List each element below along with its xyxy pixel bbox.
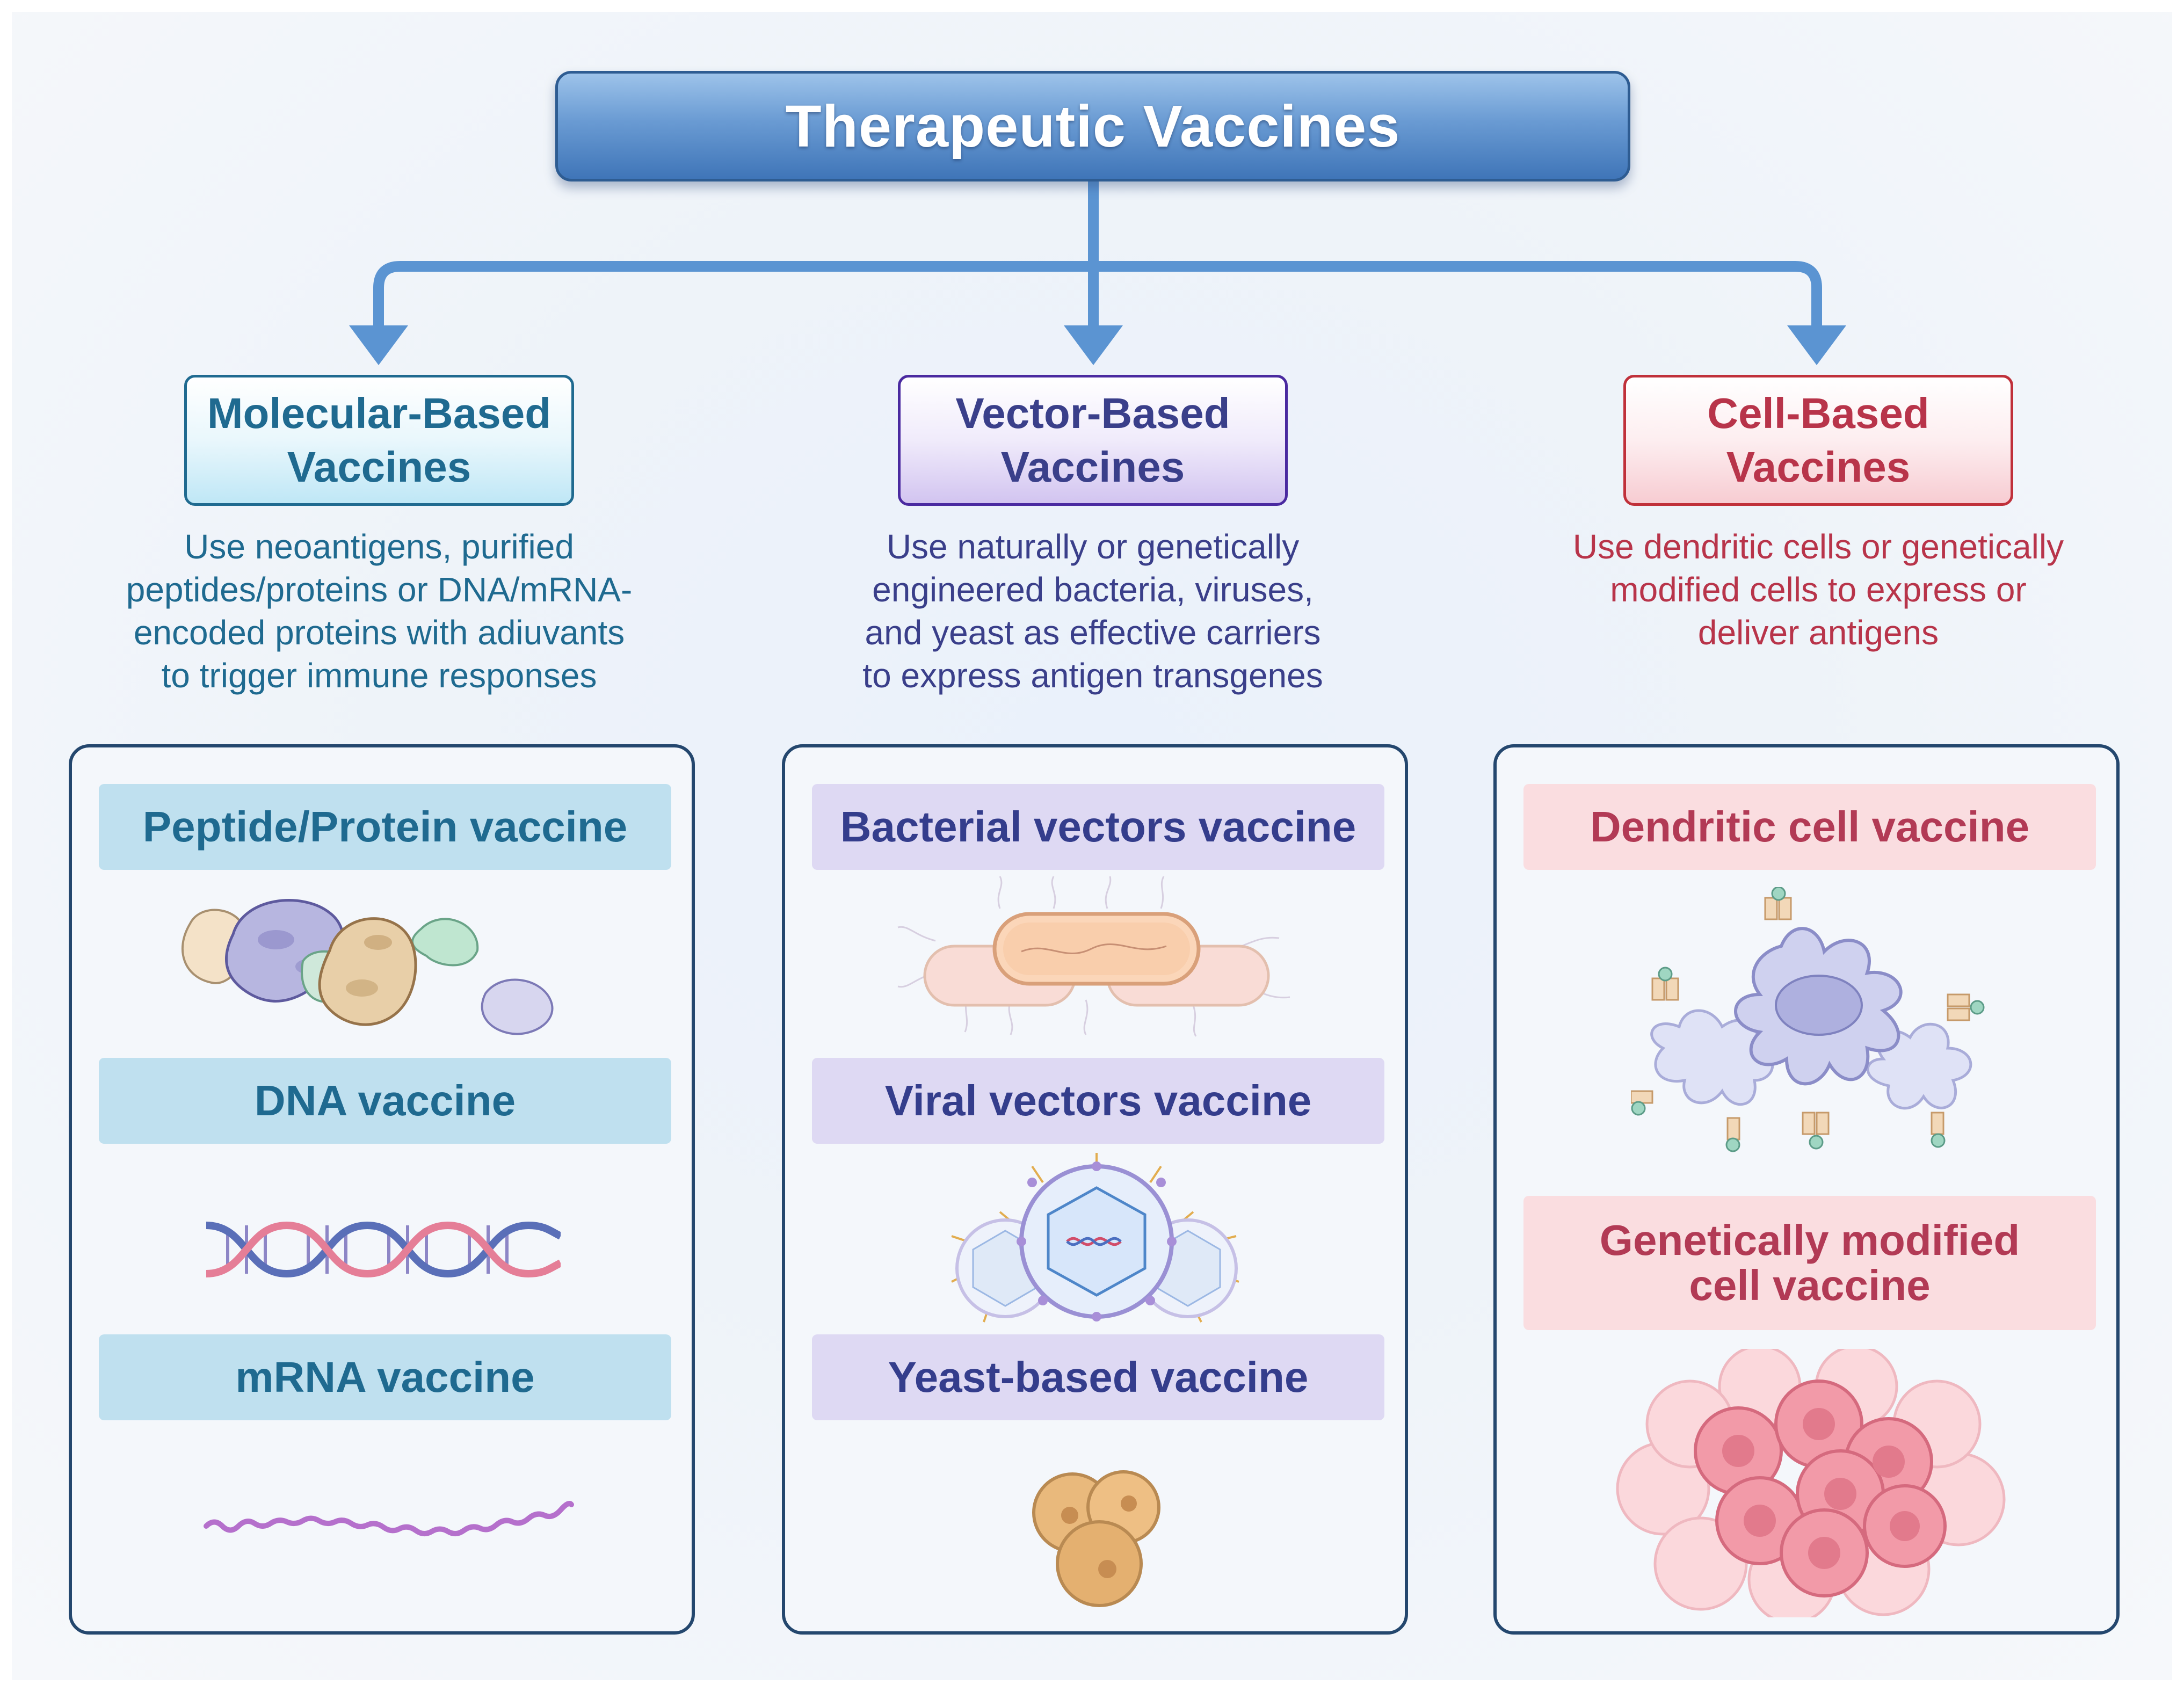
- peptide-protein-vaccine-text: Peptide/Protein vaccine: [142, 803, 628, 851]
- dna-vaccine-label: DNA vaccine: [99, 1058, 671, 1144]
- mrna-strand-icon: [204, 1501, 574, 1536]
- molecular-title-line-1: Molecular-Based: [207, 389, 552, 437]
- genetically-modified-cell-vaccine-label: Genetically modified cell vaccine: [1523, 1196, 2096, 1330]
- yeast-based-vaccine-label: Yeast-based vaccine: [812, 1334, 1384, 1420]
- cell-title-line-2: Vaccines: [1726, 443, 1911, 491]
- arrow-head-molecular: [349, 325, 408, 365]
- mrna-vaccine-text: mRNA vaccine: [235, 1353, 535, 1401]
- dendritic-cell-icon: [1631, 887, 1985, 1152]
- virus-icon: [951, 1153, 1239, 1323]
- cell-desc-line: Use dendritic cells or genetically: [1572, 527, 2064, 566]
- bacterial-vectors-vaccine-label: Bacterial vectors vaccine: [812, 784, 1384, 870]
- cell-title-line-1: Cell-Based: [1707, 389, 1929, 437]
- bacterial-vectors-vaccine-text: Bacterial vectors vaccine: [840, 803, 1356, 851]
- cell-cluster-icon: [1616, 1349, 2006, 1617]
- molecular-panel: Peptide/Protein vaccine DNA vaccine: [69, 744, 695, 1635]
- molecular-desc-line: Use neoantigens, purified: [184, 527, 574, 566]
- cell-desc-line: modified cells to express or: [1610, 570, 2027, 609]
- cell-category-box: Cell-Based Vaccines: [1623, 375, 2013, 506]
- peptide-protein-vaccine-label: Peptide/Protein vaccine: [99, 784, 671, 870]
- molecular-desc-line: to trigger immune responses: [161, 656, 597, 695]
- vector-description: Use naturally or genetically engineered …: [797, 525, 1388, 697]
- molecular-description: Use neoantigens, purified peptides/prote…: [84, 525, 674, 697]
- vector-title-line-2: Vaccines: [1000, 443, 1185, 491]
- vector-category-box: Vector-Based Vaccines: [898, 375, 1288, 506]
- viral-vectors-vaccine-label: Viral vectors vaccine: [812, 1058, 1384, 1144]
- molecular-category-box: Molecular-Based Vaccines: [184, 375, 574, 506]
- cell-panel: Dendritic cell vaccine: [1493, 744, 2120, 1635]
- protein-cluster-icon: [181, 899, 554, 1035]
- vector-title-line-1: Vector-Based: [955, 389, 1230, 437]
- vector-desc-line: engineered bacteria, viruses,: [872, 570, 1314, 609]
- arrow-head-vector: [1064, 325, 1123, 365]
- yeast-based-vaccine-text: Yeast-based vaccine: [888, 1353, 1309, 1401]
- molecular-desc-line: peptides/proteins or DNA/mRNA-: [126, 570, 633, 609]
- dendritic-cell-vaccine-text: Dendritic cell vaccine: [1590, 803, 2030, 851]
- vector-desc-line: and yeast as effective carriers: [865, 613, 1321, 652]
- viral-vectors-vaccine-text: Viral vectors vaccine: [884, 1077, 1312, 1124]
- mrna-vaccine-label: mRNA vaccine: [99, 1334, 671, 1420]
- page-title: Therapeutic Vaccines: [555, 71, 1630, 181]
- cell-desc-line: deliver antigens: [1697, 613, 1939, 652]
- bacteria-icon: [897, 876, 1290, 1037]
- genetically-modified-text-line-2: cell vaccine: [1689, 1261, 1931, 1309]
- cell-description: Use dendritic cells or genetically modif…: [1523, 525, 2114, 654]
- dna-vaccine-text: DNA vaccine: [254, 1077, 516, 1124]
- vector-desc-line: to express antigen transgenes: [862, 656, 1323, 695]
- dendritic-cell-vaccine-label: Dendritic cell vaccine: [1523, 784, 2096, 870]
- vector-panel: Bacterial vectors vaccine Viral vectors …: [782, 744, 1408, 1635]
- vector-desc-line: Use naturally or genetically: [886, 527, 1300, 566]
- molecular-desc-line: encoded proteins with adiuvants: [133, 613, 625, 652]
- dna-helix-icon: [206, 1221, 561, 1278]
- genetically-modified-text-line-1: Genetically modified: [1599, 1216, 2020, 1264]
- arrow-head-cell: [1787, 325, 1846, 365]
- yeast-icon: [1032, 1470, 1160, 1607]
- molecular-title-line-2: Vaccines: [287, 443, 471, 491]
